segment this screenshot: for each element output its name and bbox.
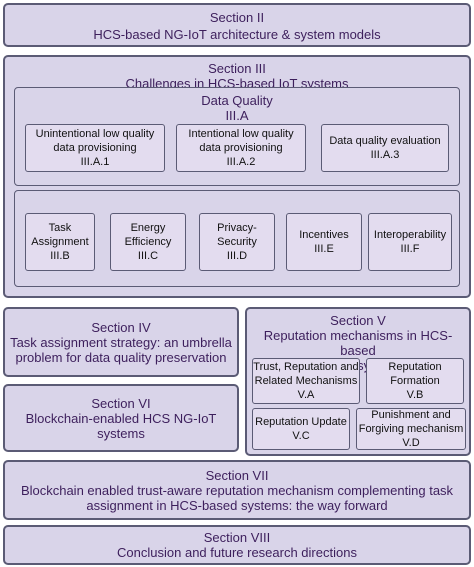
- section-4-text: Section IV Task assignment strategy: an …: [10, 319, 232, 365]
- data-quality-box: Data Quality III.A Unintentional low qua…: [14, 87, 460, 186]
- section-4-box: Section IV Task assignment strategy: an …: [3, 307, 239, 377]
- data-quality-item-unintentional: Unintentional low quality data provision…: [25, 124, 165, 172]
- section-3-box: Section III Challenges in HCS-based IoT …: [3, 55, 471, 298]
- reputation-item-punishment: Punishment and Forgiving mechanism V.D: [356, 408, 466, 450]
- data-quality-item-evaluation: Data quality evaluation III.A.3: [321, 124, 449, 172]
- challenge-incentives: Incentives III.E: [286, 213, 362, 271]
- section-7-text: Section VII Blockchain enabled trust-awa…: [20, 467, 454, 513]
- data-quality-title: Data Quality III.A: [201, 93, 273, 123]
- reputation-item-trust: Trust, Reputation and Related Mechanisms…: [252, 358, 360, 404]
- data-quality-item-intentional: Intentional low quality data provisionin…: [176, 124, 306, 172]
- section-2-subtitle: HCS-based NG-IoT architecture & system m…: [93, 27, 381, 42]
- section-6-text: Section VI Blockchain-enabled HCS NG-IoT…: [25, 395, 217, 441]
- reputation-item-update: Reputation Update V.C: [252, 408, 350, 450]
- challenge-privacy-security: Privacy- Security III.D: [199, 213, 275, 271]
- challenge-energy-efficiency: Energy Efficiency III.C: [110, 213, 186, 271]
- challenge-task-assignment: Task Assignment III.B: [25, 213, 95, 271]
- section-8-text: Section VIII Conclusion and future resea…: [117, 530, 357, 560]
- challenges-box: Task Assignment III.B Energy Efficiency …: [14, 190, 460, 287]
- section-7-box: Section VII Blockchain enabled trust-awa…: [3, 460, 471, 520]
- section-6-box: Section VI Blockchain-enabled HCS NG-IoT…: [3, 384, 239, 452]
- section-2-box: Section II HCS-based NG-IoT architecture…: [3, 3, 471, 47]
- challenge-interoperability: Interoperability III.F: [368, 213, 452, 271]
- section-8-box: Section VIII Conclusion and future resea…: [3, 525, 471, 565]
- section-5-box: Section V Reputation mechanisms in HCS-b…: [245, 307, 471, 456]
- section-2-title: Section II: [209, 10, 265, 25]
- reputation-item-formation: Reputation Formation V.B: [366, 358, 464, 404]
